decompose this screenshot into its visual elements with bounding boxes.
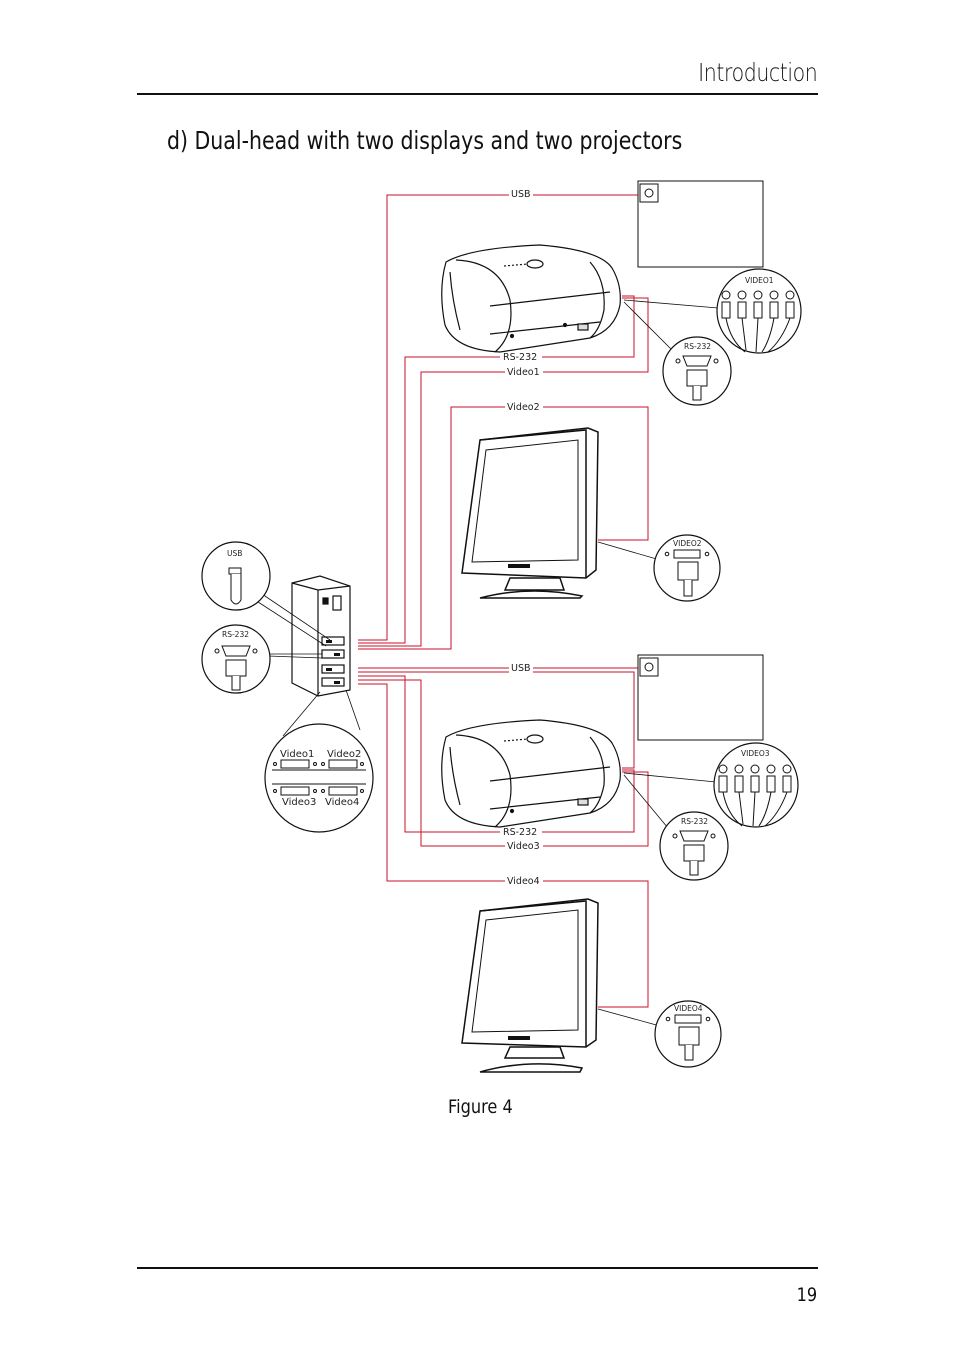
projector-top [441, 244, 621, 353]
usb-device-box-bottom [637, 654, 764, 741]
footer-rule [137, 1267, 818, 1269]
usb-port-top [639, 183, 659, 203]
display-monitor-top [461, 427, 599, 599]
callout-proj1-rs232: RS-232 [662, 336, 732, 406]
pc-video4-label: Video4 [325, 797, 359, 808]
usb-label-top: USB [511, 189, 531, 200]
display-monitor-bottom [461, 898, 599, 1073]
usb-port-bottom [639, 657, 659, 677]
callout-pc-rs232: RS-232 [201, 624, 271, 694]
cable-labels: USB RS-232 Video1 Video2 USB RS-232 Vide… [500, 188, 543, 887]
pc-video1-label: Video1 [280, 749, 314, 760]
pc-rs232-label: RS-232 [222, 630, 249, 639]
callout-proj2-rs232: RS-232 [659, 811, 729, 881]
callout-disp2-video: VIDEO4 [654, 1000, 722, 1068]
figure-caption: Figure 4 [448, 1096, 513, 1118]
video2-label: Video2 [507, 402, 540, 413]
video3-label: Video3 [507, 841, 540, 852]
disp2-video-label: VIDEO4 [674, 1004, 703, 1013]
callout-disp1-video: VIDEO2 [653, 534, 721, 602]
pc-video2-label: Video2 [327, 749, 361, 760]
callout-pc-usb: USB [201, 541, 271, 611]
callout-proj2-video: VIDEO3 [713, 742, 799, 828]
rs232-label-top: RS-232 [503, 352, 537, 363]
proj2-video-label: VIDEO3 [741, 749, 770, 758]
pc-leader-lines [254, 593, 361, 737]
pc-video3-label: Video3 [282, 797, 316, 808]
projector-bottom [441, 719, 621, 828]
usb-device-box-top [637, 180, 764, 268]
callout-pc-video: Video1 Video2 Video3 Video4 [264, 723, 374, 833]
proj1-rs232-label: RS-232 [684, 342, 711, 351]
rs232-cable-bottom-stub [358, 671, 635, 769]
proj2-rs232-label: RS-232 [681, 817, 708, 826]
header-rule [137, 93, 818, 95]
pc-usb-label: USB [227, 549, 242, 558]
pc-tower [291, 575, 351, 697]
proj1-video-label: VIDEO1 [745, 276, 774, 285]
video1-label: Video1 [507, 367, 540, 378]
usb-label-bottom: USB [511, 663, 531, 674]
header-title: Introduction [697, 58, 818, 87]
disp1-video-label: VIDEO2 [673, 539, 702, 548]
rs232-label-bottom: RS-232 [503, 827, 537, 838]
page-number: 19 [796, 1284, 817, 1306]
video4-label: Video4 [507, 876, 540, 887]
callout-proj1-video: VIDEO1 [716, 268, 802, 354]
video2-cable [358, 406, 649, 650]
section-title: d) Dual-head with two displays and two p… [167, 126, 683, 155]
